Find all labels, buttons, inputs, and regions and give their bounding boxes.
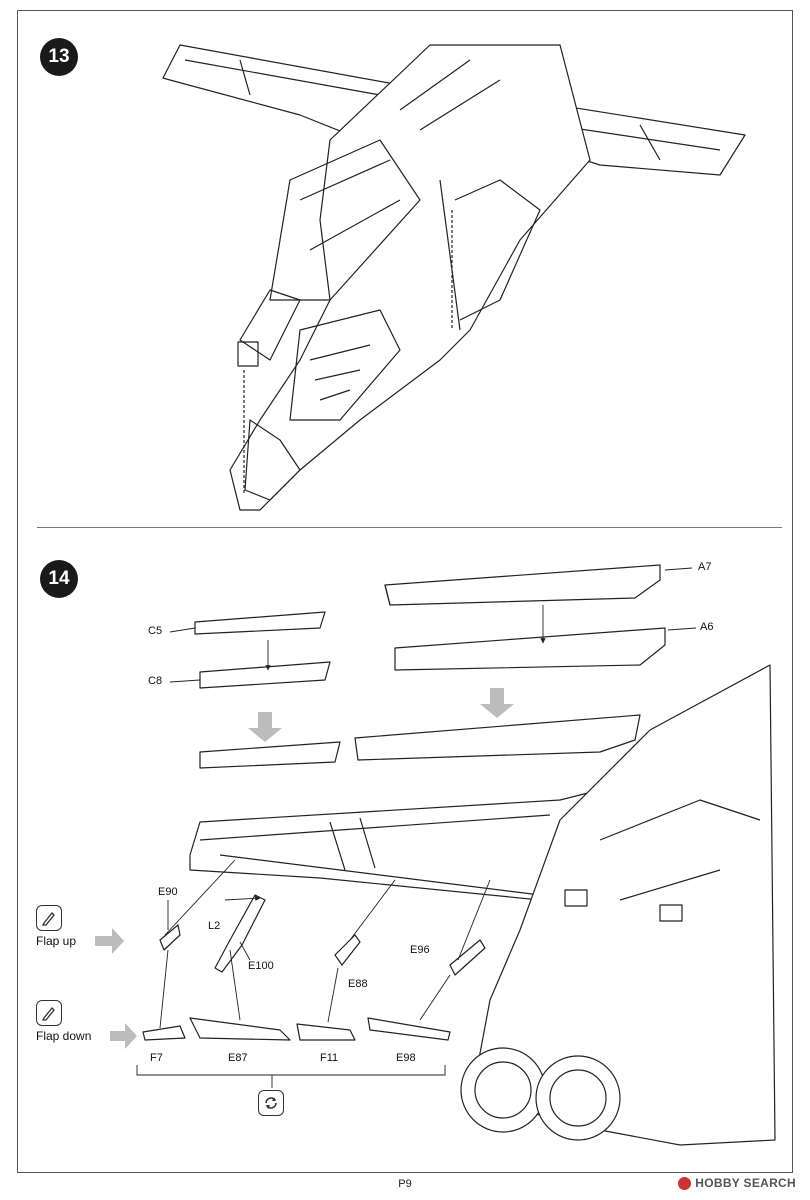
part-e88 [334,934,361,966]
label-f11: F11 [320,1052,339,1064]
label-a7: A7 [698,561,712,573]
label-c8: C8 [148,675,163,687]
part-c8-panel [199,661,331,689]
pencil-option-icon [36,1000,62,1026]
part-a6-panel [394,627,666,671]
label-e96: E96 [410,944,430,956]
gray-arrow-down-right [480,688,514,718]
part-e87 [189,1017,291,1041]
section-divider [37,527,782,528]
part-e98 [367,1017,451,1041]
part-c5-panel [194,611,326,635]
pencil-option-icon [36,905,62,931]
part-f11 [296,1023,356,1041]
label-c5: C5 [148,625,163,637]
gray-arrow-down-left [248,712,282,742]
label-e90: E90 [158,886,178,898]
label-a6: A6 [700,621,714,633]
part-e90 [159,924,181,951]
label-f7: F7 [150,1052,163,1064]
part-f7 [142,1025,186,1041]
label-e100: E100 [248,960,274,972]
note-flap-down: Flap down [36,1029,92,1043]
page-number: P9 [398,1178,412,1190]
part-e96 [449,939,486,976]
page-frame [17,10,793,1173]
part-a7-panel [384,564,661,606]
note-flap-up: Flap up [36,934,77,948]
watermark-logo-icon [678,1176,692,1190]
step-13-badge: 13 [40,38,78,76]
label-l2: L2 [208,920,221,932]
label-e87: E87 [228,1052,248,1064]
label-e88: E88 [348,978,368,990]
gray-arrow-flap-up [95,928,124,954]
step-14-badge: 14 [40,560,78,598]
watermark: HOBBY SEARCH [678,1176,796,1190]
gray-arrow-flap-down [110,1023,137,1049]
label-e98: E98 [396,1052,416,1064]
rotate-arrows-icon [258,1090,284,1116]
watermark-text: HOBBY SEARCH [695,1176,796,1190]
